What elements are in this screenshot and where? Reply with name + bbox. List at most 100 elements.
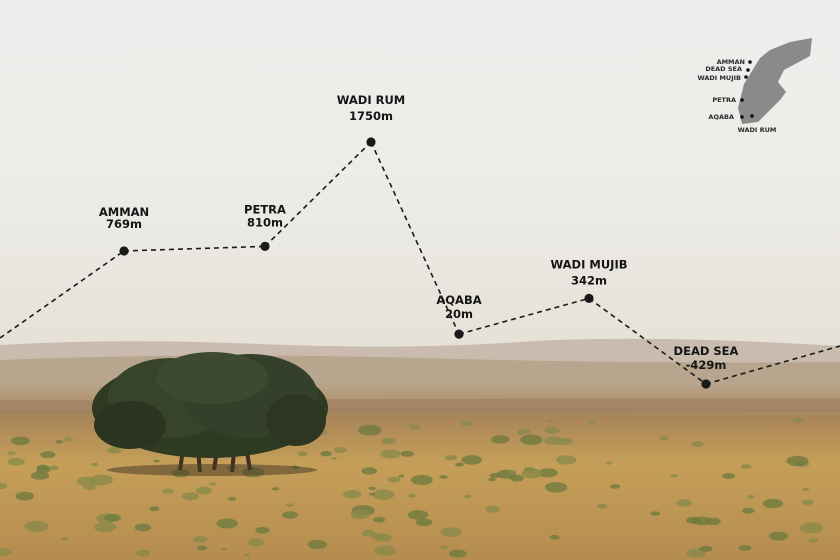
shrub (0, 548, 12, 557)
shrub (461, 455, 482, 465)
shrub (76, 476, 97, 486)
shrub (104, 513, 121, 522)
shrub (368, 486, 377, 491)
shrub (369, 492, 376, 496)
shrub (459, 420, 472, 427)
shrub (195, 486, 212, 495)
point-dead-sea (701, 379, 711, 389)
shrub (398, 474, 405, 478)
shrub (227, 497, 237, 501)
shrub (449, 549, 467, 558)
shrub (307, 539, 328, 550)
shrub (181, 492, 199, 501)
shrub (407, 510, 429, 520)
point-wadi-mujib (584, 293, 594, 303)
map-label-wadi-rum: WADI RUM (738, 126, 777, 134)
shrub (387, 476, 401, 483)
shrub (444, 454, 458, 461)
shrub (134, 523, 151, 532)
shrub (107, 446, 122, 454)
shrub (370, 533, 385, 540)
shrub (216, 518, 238, 529)
shrub (596, 503, 608, 509)
label-name-petra: PETRA (244, 202, 286, 216)
shrub (248, 538, 265, 547)
shrub (381, 437, 397, 445)
shrub (410, 474, 433, 486)
shrub (463, 494, 472, 499)
shrub (282, 511, 299, 519)
map-dot-amman (748, 60, 752, 64)
shrub (196, 545, 208, 551)
point-wadi-rum (366, 137, 376, 147)
label-name-aqaba: AQABA (436, 293, 481, 307)
shrub (380, 449, 401, 459)
shrub (36, 464, 49, 471)
label-elevation-petra: 810m (247, 215, 283, 229)
shrub (374, 545, 397, 556)
label-elevation-amman: 769m (106, 217, 142, 231)
shrub (373, 516, 386, 523)
shrub (320, 450, 332, 457)
inset-map: AMMAN DEAD SEA WADI MUJIB PETRA AQABA WA… (697, 38, 812, 134)
shrub (808, 538, 819, 543)
shrub (149, 506, 160, 512)
shrub (509, 474, 524, 482)
shrub (546, 419, 553, 423)
label-elevation-wadi-mujib: 342m (571, 273, 607, 287)
shrub (30, 471, 50, 480)
shrub (15, 491, 35, 501)
shrub (762, 498, 784, 509)
shrub (136, 549, 151, 557)
shrub (768, 531, 789, 541)
shrub (55, 440, 64, 444)
shrub (7, 457, 25, 466)
map-dot-dead-sea (746, 68, 750, 72)
label-elevation-aqaba: 20m (445, 307, 473, 321)
shrub (343, 490, 362, 499)
point-amman (119, 246, 129, 256)
shrub (610, 484, 621, 489)
shrub (48, 465, 59, 471)
shrub (544, 436, 563, 446)
map-label-wadi-mujib: WADI MUJIB (697, 74, 741, 82)
point-petra (260, 241, 270, 251)
map-label-petra: PETRA (712, 96, 736, 104)
shrub (605, 461, 613, 465)
shrub (220, 547, 228, 551)
shrub (699, 545, 713, 552)
profile-segment (588, 297, 707, 385)
acacia-tree (92, 352, 328, 476)
profile-segment (264, 141, 372, 247)
shrub (255, 526, 270, 534)
label-name-wadi-mujib: WADI MUJIB (550, 257, 627, 271)
jordan-map-shape (738, 38, 812, 124)
profile-points (119, 137, 711, 389)
shrub (24, 520, 49, 532)
desert-shrubs (0, 415, 823, 558)
shrub (361, 467, 378, 475)
shrub (244, 553, 251, 557)
shrub (209, 482, 217, 486)
label-name-amman: AMMAN (99, 205, 149, 219)
shrub (549, 535, 560, 540)
shrub (400, 450, 414, 457)
shrub (94, 521, 117, 533)
map-dot-petra (740, 98, 744, 102)
shrub (801, 499, 814, 506)
shrub (297, 451, 308, 457)
shrub (330, 456, 337, 460)
shrub (747, 494, 755, 499)
shrub (800, 522, 823, 534)
shrub (520, 434, 543, 445)
shrub (544, 482, 568, 493)
shrub (650, 511, 661, 516)
shrub (741, 507, 755, 514)
shrub (439, 545, 448, 550)
point-aqaba (454, 329, 464, 339)
map-dot-wadi-mujib (744, 75, 748, 79)
